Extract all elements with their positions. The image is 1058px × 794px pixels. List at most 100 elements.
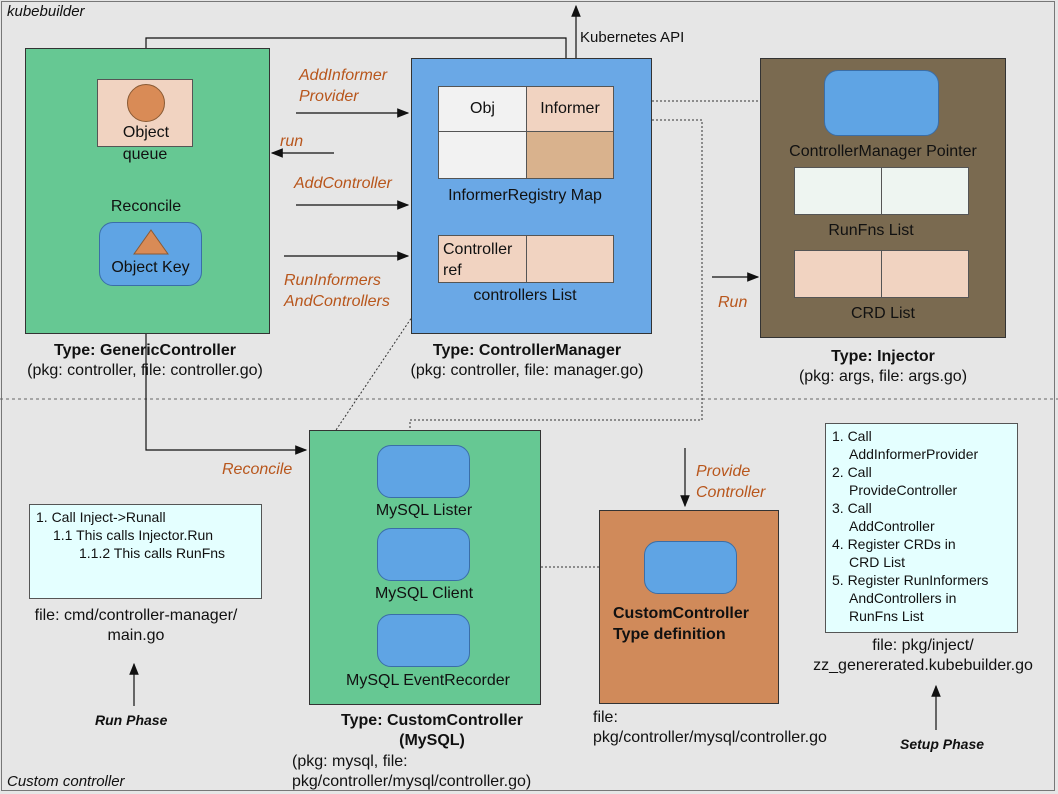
custom-controller-title-2: (MySQL) <box>399 732 465 749</box>
section-label-kubebuilder: kubebuilder <box>7 3 85 20</box>
run-note-line-3: 1.1.2 This calls RunFns <box>79 545 226 561</box>
object-label: Object <box>122 124 170 141</box>
run-note-file: file: cmd/controller-manager/ main.go <box>0 606 272 646</box>
generic-controller-title: Type: GenericController <box>54 342 236 359</box>
run-informers-label-2: AndControllers <box>284 293 390 310</box>
cm-pointer-shape <box>824 70 939 136</box>
section-label-custom-controller: Custom controller <box>7 773 125 790</box>
kubernetes-api-label: Kubernetes API <box>580 29 685 46</box>
controller-manager-caption: Type: ControllerManager (pkg: controller… <box>377 341 677 381</box>
controller-ref-link <box>335 283 439 431</box>
run-note-file-1: file: cmd/controller-manager/ <box>34 607 238 624</box>
run-to-injector-label: Run <box>718 294 748 311</box>
controllers-list-label: controllers List <box>473 287 577 304</box>
add-informer-provider-label-1: AddInformer <box>299 67 388 84</box>
custom-controller-caption: Type: CustomController (MySQL) <box>292 711 572 751</box>
mysql-recorder-label: MySQL EventRecorder <box>346 672 510 689</box>
run-informers-label: RunInformers AndControllers <box>284 270 390 312</box>
setup-item-4: 3. Call <box>832 500 872 516</box>
run-informers-label-1: RunInformers <box>284 272 381 289</box>
injector-caption: Type: Injector (pkg: args, file: args.go… <box>763 347 1003 387</box>
controller-ref-empty-cell <box>526 235 614 283</box>
setup-item-7: CRD List <box>849 554 906 570</box>
crd-cell-1 <box>794 250 882 298</box>
obj-label: Obj <box>470 100 495 117</box>
setup-item-1: AddInformerProvider <box>849 446 979 462</box>
run-label: run <box>280 133 304 150</box>
controller-manager-title: Type: ControllerManager <box>432 342 622 359</box>
reconcile-arrow-label: Reconcile <box>222 461 293 478</box>
setup-note-box: 1. Call AddInformerProvider 2. Call Prov… <box>825 423 1018 633</box>
informer-registry-label: InformerRegistry Map <box>448 187 602 204</box>
provide-controller-label-1: Provide <box>696 463 751 480</box>
custom-controller-pkg-1: (pkg: mysql, file: <box>292 753 408 770</box>
add-controller-label: AddController <box>294 175 392 192</box>
provide-controller-label: Provide Controller <box>696 461 765 503</box>
run-note-line-2: 1.1 This calls Injector.Run <box>53 527 214 543</box>
setup-item-8: 5. Register RunInformers <box>832 572 989 588</box>
injector-box: ControllerManager Pointer RunFns List CR… <box>760 58 1006 338</box>
setup-item-5: AddController <box>849 518 935 534</box>
injector-pkg: (pkg: args, file: args.go) <box>798 368 968 385</box>
setup-item-2: 2. Call <box>832 464 872 480</box>
informer-to-custom-link <box>409 119 703 430</box>
mysql-lister-label: MySQL Lister <box>375 502 473 519</box>
cm-pointer-label: ControllerManager Pointer <box>789 143 977 160</box>
setup-item-3: ProvideController <box>849 482 958 498</box>
type-definition-title-1: CustomController <box>613 605 749 622</box>
runfns-label: RunFns List <box>828 222 914 239</box>
add-informer-provider-label: AddInformer Provider <box>299 65 387 107</box>
add-informer-provider-label-2: Provider <box>299 88 359 105</box>
runfns-cell-2 <box>881 167 969 215</box>
setup-phase-label: Setup Phase <box>900 736 985 752</box>
obj-cell: Obj <box>438 86 527 132</box>
generic-controller-caption: Type: GenericController (pkg: controller… <box>0 341 290 381</box>
injector-title: Type: Injector <box>831 348 935 365</box>
run-phase-label: Run Phase <box>95 712 168 728</box>
reconcile-label: Reconcile <box>110 198 182 215</box>
mysql-client-label: MySQL Client <box>374 585 474 602</box>
controller-manager-box: Obj Informer InformerRegistry Map Contro… <box>411 58 652 334</box>
setup-item-0: 1. Call <box>832 428 872 444</box>
type-definition-shape <box>644 541 737 594</box>
object-circle-icon <box>127 84 165 122</box>
custom-controller-box: MySQL Lister MySQL Client MySQL EventRec… <box>309 430 541 705</box>
custom-controller-pkg-2: pkg/controller/mysql/controller.go) <box>292 773 532 790</box>
type-definition-file-1: file: <box>593 709 618 726</box>
runfns-cell-1 <box>794 167 882 215</box>
run-note-box: 1. Call Inject->Runall 1.1 This calls In… <box>29 504 262 599</box>
mysql-lister-shape <box>377 445 470 498</box>
setup-note-file: file: pkg/inject/ zz_genererated.kubebui… <box>790 636 1056 676</box>
crd-cell-2 <box>881 250 969 298</box>
controller-ref-label-2: ref <box>443 262 462 279</box>
object-queue-box: Object <box>97 79 193 147</box>
type-definition-box: CustomController Type definition <box>599 510 779 704</box>
informer-label: Informer <box>540 100 600 117</box>
crd-label: CRD List <box>850 305 915 322</box>
generic-controller-box: Object queue Reconcile Object Key <box>25 48 270 334</box>
type-definition-file-2: pkg/controller/mysql/controller.go <box>593 729 827 746</box>
type-definition-file: file: pkg/controller/mysql/controller.go <box>593 708 827 748</box>
object-key-triangle-icon <box>133 229 169 255</box>
controller-ref-label-1: Controller <box>443 241 513 258</box>
controller-manager-pkg: (pkg: controller, file: manager.go) <box>410 362 644 379</box>
custom-controller-title-1: Type: CustomController <box>341 712 523 729</box>
setup-item-6: 4. Register CRDs in <box>832 536 956 552</box>
queue-label: queue <box>122 146 168 163</box>
custom-controller-pkg: (pkg: mysql, file: pkg/controller/mysql/… <box>292 752 531 792</box>
provide-controller-label-2: Controller <box>696 484 766 501</box>
setup-item-9: AndControllers in <box>849 590 957 606</box>
mysql-client-shape <box>377 528 470 581</box>
run-note-line-1: 1. Call Inject->Runall <box>36 509 166 525</box>
informer-cell: Informer <box>526 86 614 132</box>
type-definition-title-2: Type definition <box>613 626 726 643</box>
reconcile-arrow <box>145 284 308 455</box>
generic-controller-pkg: (pkg: controller, file: controller.go) <box>27 362 263 379</box>
setup-note-file-2: zz_genererated.kubebuilder.go <box>813 657 1033 674</box>
obj-empty-cell <box>438 131 527 179</box>
run-note-file-2: main.go <box>107 627 165 644</box>
object-key-box: Object Key <box>99 222 202 286</box>
controller-ref-cell: Controller ref <box>438 235 527 283</box>
setup-item-10: RunFns List <box>849 608 924 624</box>
setup-note-file-1: file: pkg/inject/ <box>872 637 974 654</box>
